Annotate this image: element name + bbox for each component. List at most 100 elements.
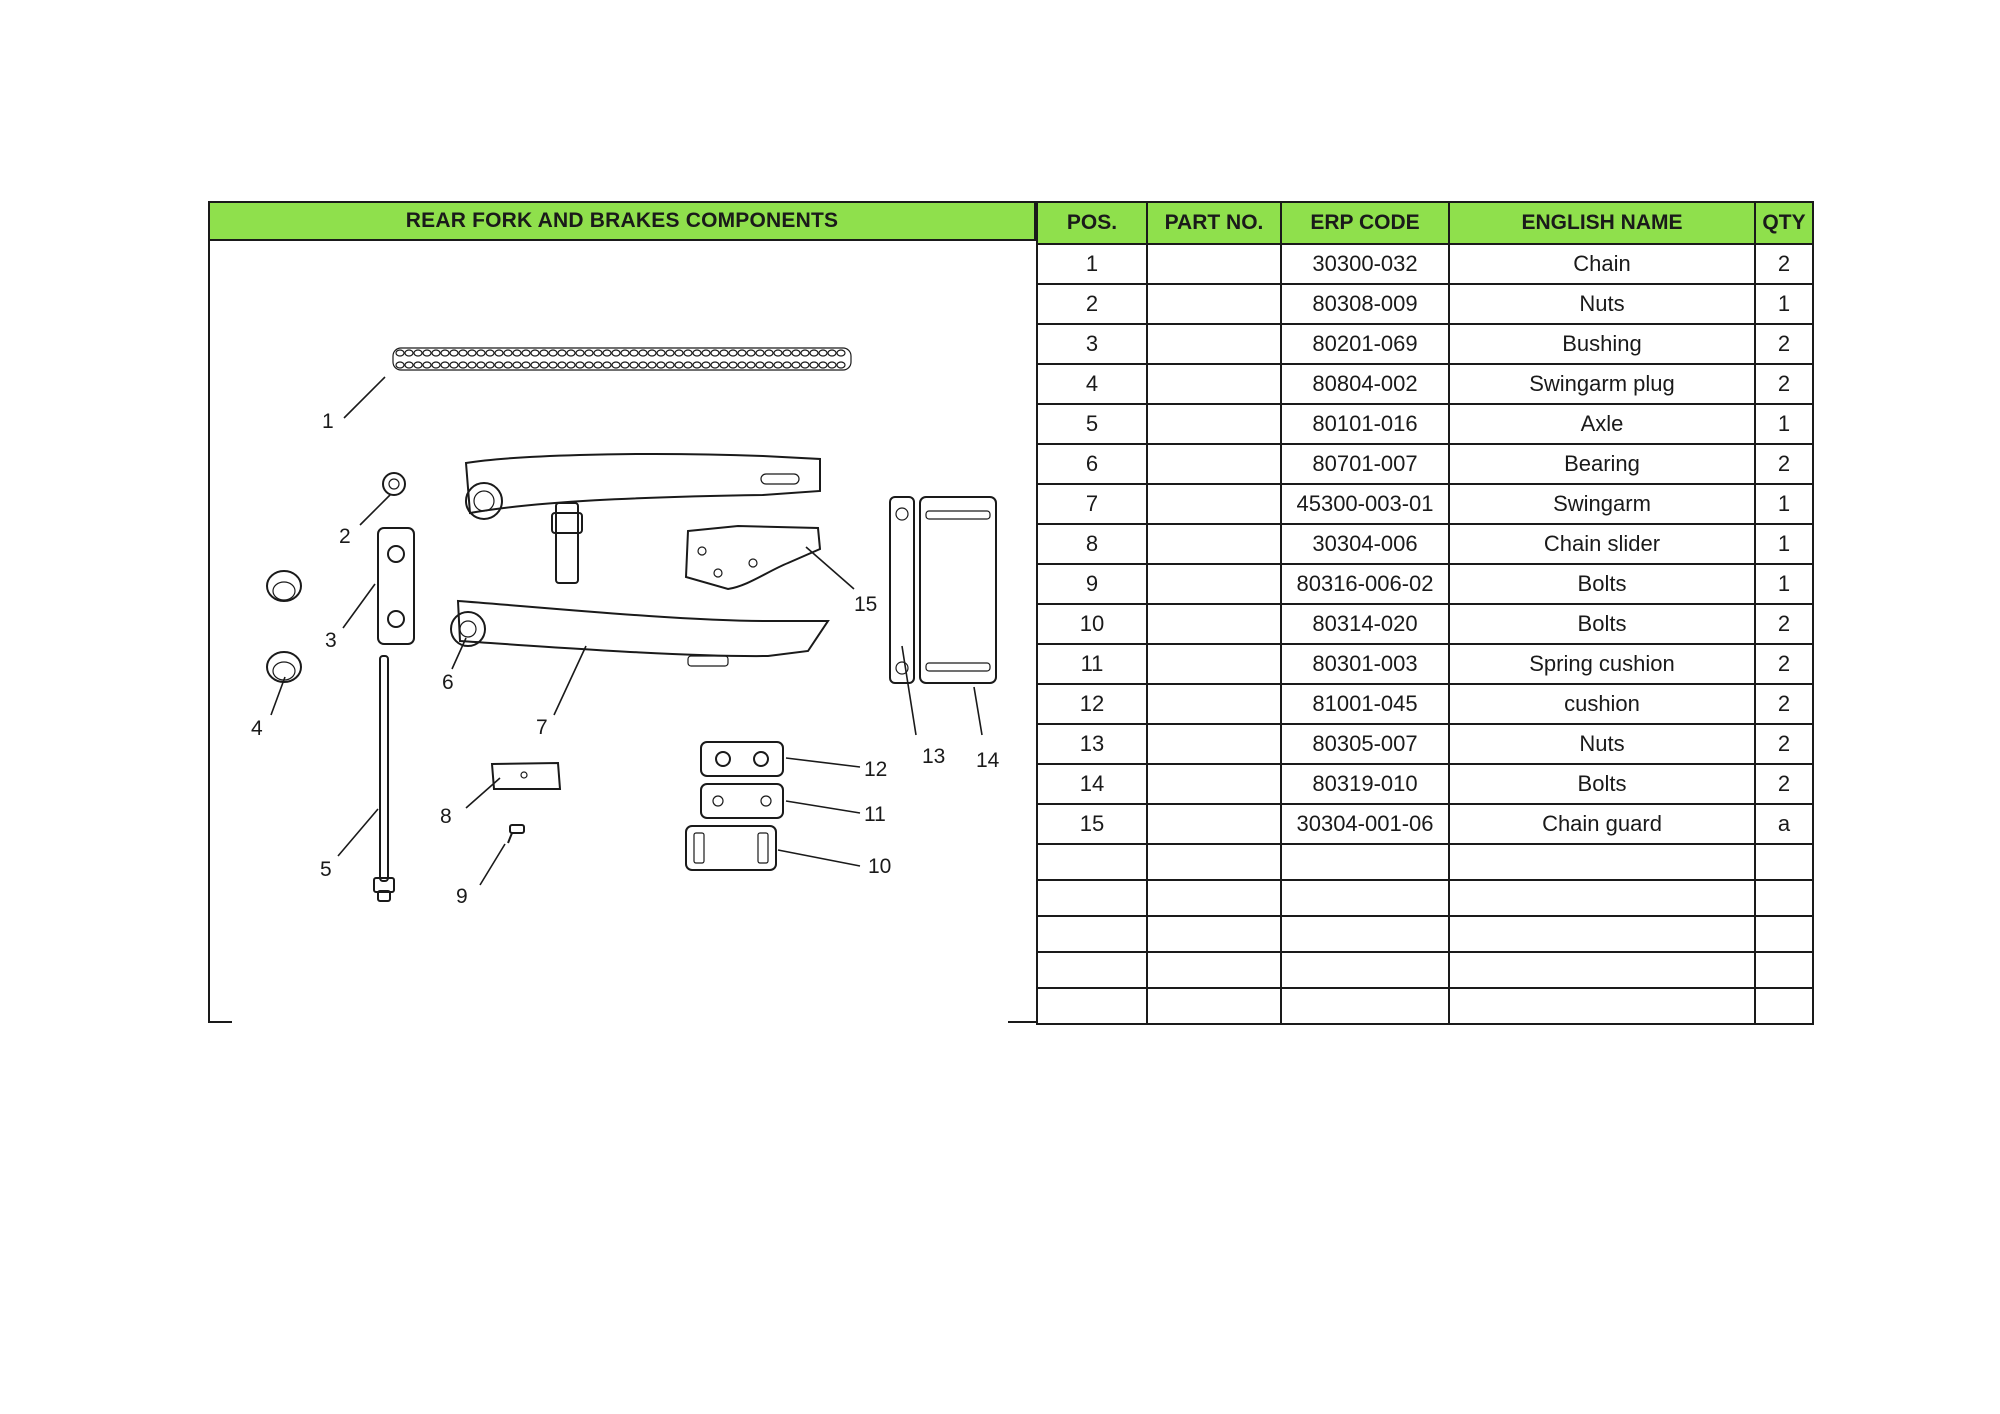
header-pos: POS. bbox=[1036, 201, 1148, 245]
table-row-empty bbox=[1036, 987, 1814, 1025]
cell-english-name: Bolts bbox=[1448, 763, 1756, 805]
empty-cell bbox=[1146, 987, 1282, 1025]
empty-cell bbox=[1036, 951, 1148, 989]
cell-pos: 10 bbox=[1036, 603, 1148, 645]
header-part-no: PART NO. bbox=[1146, 201, 1282, 245]
cell-english-name: cushion bbox=[1448, 683, 1756, 725]
cell-pos: 13 bbox=[1036, 723, 1148, 765]
cell-erp-code: 81001-045 bbox=[1280, 683, 1450, 725]
bolt-set-part bbox=[685, 825, 777, 871]
empty-cell bbox=[1280, 987, 1450, 1025]
cell-english-name: Chain bbox=[1448, 243, 1756, 285]
empty-cell bbox=[1754, 843, 1814, 881]
chain-part bbox=[392, 347, 852, 371]
panel-border-left bbox=[208, 241, 210, 1023]
cell-qty: 2 bbox=[1754, 363, 1814, 405]
empty-cell bbox=[1036, 843, 1148, 881]
cell-erp-code: 80201-069 bbox=[1280, 323, 1450, 365]
swingarm-plug-part bbox=[266, 570, 302, 683]
empty-cell bbox=[1448, 951, 1756, 989]
parts-list-table: POS. PART NO. ERP CODE ENGLISH NAME QTY … bbox=[1036, 201, 1814, 1025]
cell-pos: 11 bbox=[1036, 643, 1148, 685]
cell-qty: 1 bbox=[1754, 563, 1814, 605]
swingarm-part bbox=[450, 452, 830, 667]
cell-english-name: Nuts bbox=[1448, 283, 1756, 325]
callout-3: 3 bbox=[325, 629, 337, 652]
cell-erp-code: 80314-020 bbox=[1280, 603, 1450, 645]
cell-qty: 2 bbox=[1754, 643, 1814, 685]
cell-pos: 6 bbox=[1036, 443, 1148, 485]
cell-qty: 1 bbox=[1754, 403, 1814, 445]
table-row-empty bbox=[1036, 951, 1814, 989]
cell-part-no bbox=[1146, 603, 1282, 645]
callout-4: 4 bbox=[251, 717, 263, 740]
cell-pos: 5 bbox=[1036, 403, 1148, 445]
callout-2: 2 bbox=[339, 525, 351, 548]
diagram-header: REAR FORK AND BRAKES COMPONENTS bbox=[208, 201, 1036, 241]
bushing-part bbox=[377, 527, 415, 645]
cell-english-name: Axle bbox=[1448, 403, 1756, 445]
cell-english-name: Chain guard bbox=[1448, 803, 1756, 845]
cell-part-no bbox=[1146, 523, 1282, 565]
chain-slider-part bbox=[490, 761, 562, 790]
callout-10: 10 bbox=[868, 855, 891, 878]
cell-pos: 12 bbox=[1036, 683, 1148, 725]
callout-11: 11 bbox=[864, 803, 886, 826]
cell-english-name: Swingarm plug bbox=[1448, 363, 1756, 405]
cell-pos: 8 bbox=[1036, 523, 1148, 565]
cell-part-no bbox=[1146, 803, 1282, 845]
cell-english-name: Bushing bbox=[1448, 323, 1756, 365]
cell-english-name: Spring cushion bbox=[1448, 643, 1756, 685]
cell-qty: 2 bbox=[1754, 443, 1814, 485]
table-header-row: POS. PART NO. ERP CODE ENGLISH NAME QTY bbox=[1036, 201, 1814, 245]
exploded-parts-drawing: 1 2 3 4 5 6 7 8 9 10 11 12 13 14 15 bbox=[251, 347, 1000, 908]
panel-border-bottom-right bbox=[1008, 1021, 1038, 1023]
cell-qty: 2 bbox=[1754, 723, 1814, 765]
cell-erp-code: 80804-002 bbox=[1280, 363, 1450, 405]
empty-cell bbox=[1754, 915, 1814, 953]
callout-6: 6 bbox=[442, 671, 454, 694]
empty-cell bbox=[1448, 843, 1756, 881]
cell-erp-code: 45300-003-01 bbox=[1280, 483, 1450, 525]
cell-part-no bbox=[1146, 283, 1282, 325]
section-title: REAR FORK AND BRAKES COMPONENTS bbox=[405, 209, 839, 232]
cell-qty: 2 bbox=[1754, 683, 1814, 725]
cell-erp-code: 30304-006 bbox=[1280, 523, 1450, 565]
cell-qty: 2 bbox=[1754, 603, 1814, 645]
cell-part-no bbox=[1146, 443, 1282, 485]
axle-part bbox=[373, 655, 395, 902]
empty-cell bbox=[1036, 987, 1148, 1025]
cell-erp-code: 80701-007 bbox=[1280, 443, 1450, 485]
leader-lines bbox=[270, 376, 983, 886]
cell-part-no bbox=[1146, 403, 1282, 445]
callout-9: 9 bbox=[456, 885, 468, 908]
cell-erp-code: 80305-007 bbox=[1280, 723, 1450, 765]
header-erp-code: ERP CODE bbox=[1280, 201, 1450, 245]
cell-pos: 15 bbox=[1036, 803, 1148, 845]
cell-erp-code: 30300-032 bbox=[1280, 243, 1450, 285]
callout-7: 7 bbox=[536, 716, 548, 739]
cell-part-no bbox=[1146, 363, 1282, 405]
cell-qty: 1 bbox=[1754, 523, 1814, 565]
cell-qty: 2 bbox=[1754, 763, 1814, 805]
empty-cell bbox=[1280, 915, 1450, 953]
callout-12: 12 bbox=[864, 758, 887, 781]
panel-border-bottom bbox=[208, 1021, 232, 1023]
empty-cell bbox=[1448, 987, 1756, 1025]
cell-pos: 4 bbox=[1036, 363, 1148, 405]
cell-erp-code: 80308-009 bbox=[1280, 283, 1450, 325]
cell-pos: 3 bbox=[1036, 323, 1148, 365]
nut-plate-part bbox=[889, 496, 915, 684]
cell-erp-code: 80101-016 bbox=[1280, 403, 1450, 445]
cell-part-no bbox=[1146, 483, 1282, 525]
